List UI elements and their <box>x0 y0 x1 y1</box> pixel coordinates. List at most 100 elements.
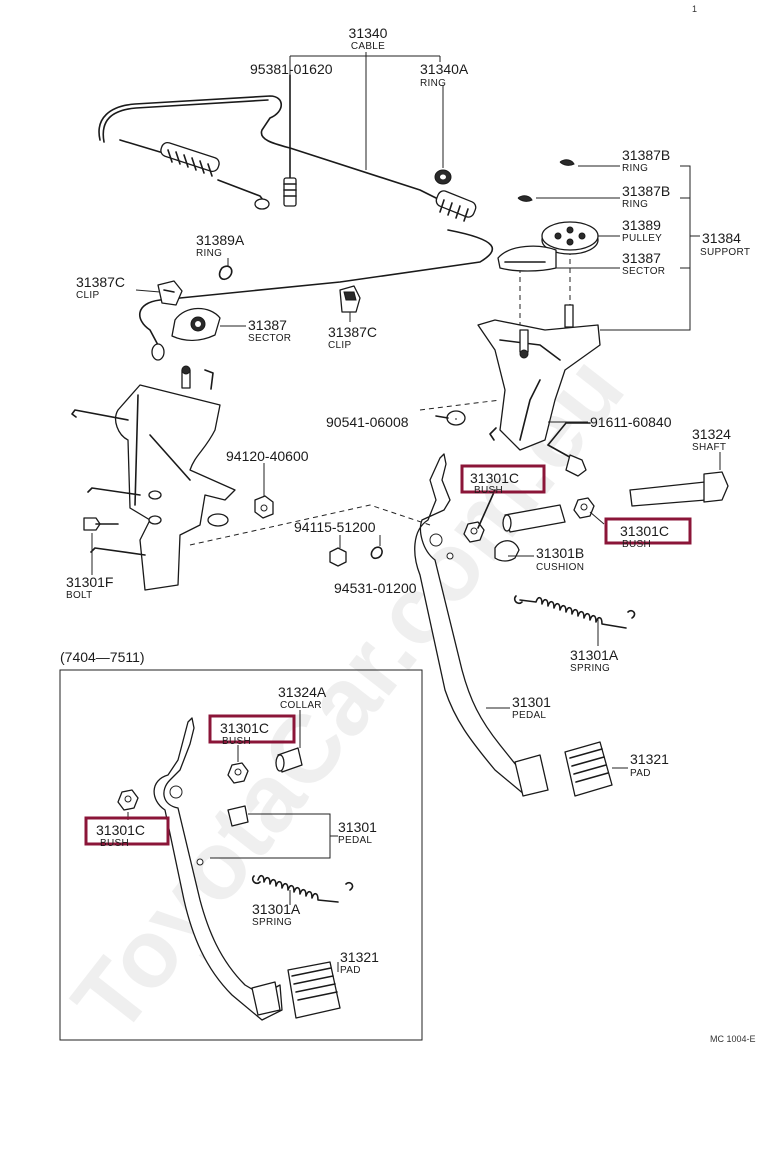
label-pulley-31389: 31389 PULLEY <box>622 217 662 244</box>
label-bush-31301c-c: 31301C BUSH <box>220 720 269 747</box>
label-pad-31321-right: 31321 PAD <box>630 751 669 779</box>
svg-text:31301C: 31301C <box>220 720 269 736</box>
label-inset-title: (7404—7511) <box>60 649 145 665</box>
svg-text:RING: RING <box>420 78 446 89</box>
label-washer-94531: 94531-01200 <box>334 580 417 596</box>
label-collar-31324a: 31324A COLLAR <box>278 684 327 711</box>
svg-text:BOLT: BOLT <box>66 590 93 601</box>
label-ring-31387b-2: 31387B RING <box>622 183 670 210</box>
nut-94115-part <box>329 547 347 567</box>
label-bush-31301c-b: 31301C BUSH <box>620 523 669 550</box>
label-pad-31321-inset: 31321 PAD <box>340 949 379 976</box>
label-bolt-31301f: 31301F BOLT <box>66 574 113 601</box>
label-bolt-95381: 95381-01620 <box>250 61 333 77</box>
svg-text:RING: RING <box>622 199 648 210</box>
svg-text:31301F: 31301F <box>66 574 113 590</box>
svg-text:31301A: 31301A <box>570 647 619 663</box>
svg-text:(7404—7511): (7404—7511) <box>60 649 145 665</box>
bolt-31301f-part <box>83 517 119 570</box>
label-bush-31301c-a: 31301C BUSH <box>470 470 519 496</box>
svg-text:31387: 31387 <box>622 250 661 266</box>
svg-text:31301: 31301 <box>512 694 551 710</box>
clip-31387c-middle-part <box>339 285 361 313</box>
bush-31301c-inset-left-part <box>117 789 139 811</box>
svg-text:31301B: 31301B <box>536 545 584 561</box>
svg-text:RING: RING <box>196 248 222 259</box>
cushion-inset-part <box>227 805 249 827</box>
svg-text:PEDAL: PEDAL <box>338 835 372 846</box>
svg-text:31387C: 31387C <box>328 324 377 340</box>
collar-31324a-part <box>275 747 303 773</box>
svg-text:95381-01620: 95381-01620 <box>250 61 333 77</box>
svg-text:31387: 31387 <box>248 317 287 333</box>
label-bolt-91611: 91611-60840 <box>590 414 672 430</box>
pulley-31389-part <box>541 221 599 255</box>
svg-text:SPRING: SPRING <box>570 663 610 674</box>
label-footer-code: MC 1004-E <box>710 1034 756 1044</box>
ring-31340a-part <box>434 85 452 185</box>
svg-text:31301A: 31301A <box>252 901 301 917</box>
svg-text:PULLEY: PULLEY <box>622 233 662 244</box>
label-pin-90541: 90541-06008 <box>326 414 409 430</box>
svg-text:31340: 31340 <box>349 25 388 41</box>
highlight-bush-b <box>604 517 692 545</box>
left-bracket-part <box>71 365 236 591</box>
svg-text:31384: 31384 <box>702 230 741 246</box>
washer-94531-part <box>370 546 383 560</box>
spring-31301a-right-part <box>513 595 636 629</box>
label-spring-31301a-inset: 31301A SPRING <box>252 901 301 928</box>
collar-tube-part <box>502 504 566 533</box>
spring-31301a-inset-part <box>251 874 354 903</box>
label-pedal-31301-right: 31301 PEDAL <box>512 694 551 721</box>
label-ring-31389a: 31389A RING <box>196 232 245 259</box>
ring-31387b-lower-part <box>517 195 533 202</box>
svg-text:31389: 31389 <box>622 217 661 233</box>
cushion-31301b-part <box>494 540 520 562</box>
svg-text:RING: RING <box>622 163 648 174</box>
svg-text:PAD: PAD <box>340 965 361 976</box>
sector-31387-left-part <box>171 307 221 342</box>
svg-text:94120-40600: 94120-40600 <box>226 448 309 464</box>
support-31384-part <box>477 304 601 451</box>
svg-text:31301C: 31301C <box>96 822 145 838</box>
highlight-bush-d <box>84 816 170 846</box>
svg-text:31340A: 31340A <box>420 61 469 77</box>
nut-94120-part <box>254 495 274 519</box>
svg-text:SECTOR: SECTOR <box>248 333 291 344</box>
ring-31387b-upper-part <box>559 159 575 166</box>
clip-31387c-left-part <box>157 280 183 306</box>
svg-text:BUSH: BUSH <box>474 485 503 496</box>
svg-text:COLLAR: COLLAR <box>280 700 322 711</box>
cable-part <box>98 95 494 361</box>
svg-text:31301C: 31301C <box>470 470 519 486</box>
label-cable: 31340 CABLE <box>349 25 388 52</box>
svg-text:31387C: 31387C <box>76 274 125 290</box>
svg-text:31301: 31301 <box>338 819 377 835</box>
svg-text:94531-01200: 94531-01200 <box>334 580 417 596</box>
svg-text:SHAFT: SHAFT <box>692 442 726 453</box>
svg-text:CABLE: CABLE <box>351 41 385 52</box>
label-shaft-31324: 31324 SHAFT <box>692 426 731 453</box>
svg-text:31324: 31324 <box>692 426 731 442</box>
label-ring-31340a: 31340A RING <box>420 61 469 89</box>
svg-text:PEDAL: PEDAL <box>512 710 546 721</box>
svg-text:31387B: 31387B <box>622 183 670 199</box>
svg-text:31321: 31321 <box>630 751 669 767</box>
label-support-31384: 31384 SUPPORT <box>700 230 750 258</box>
bush-31301c-right-part <box>573 497 595 519</box>
svg-text:SPRING: SPRING <box>252 917 292 928</box>
label-clip-31387c-left: 31387C CLIP <box>76 274 125 301</box>
bolt-91611-part <box>547 422 591 477</box>
svg-text:94115-51200: 94115-51200 <box>294 519 376 535</box>
bush-31301c-inset-right-part <box>227 762 249 784</box>
highlight-bush-a <box>460 464 546 494</box>
pin-90541-part <box>435 410 466 426</box>
svg-text:BUSH: BUSH <box>100 838 129 849</box>
svg-text:CUSHION: CUSHION <box>536 562 584 573</box>
svg-text:SUPPORT: SUPPORT <box>700 247 750 258</box>
svg-text:31324A: 31324A <box>278 684 327 700</box>
svg-text:31301C: 31301C <box>620 523 669 539</box>
label-sector-31387-left: 31387 SECTOR <box>248 317 291 344</box>
pedal-31301-inset-part <box>153 717 283 1021</box>
label-nut-94120: 94120-40600 <box>226 448 309 464</box>
